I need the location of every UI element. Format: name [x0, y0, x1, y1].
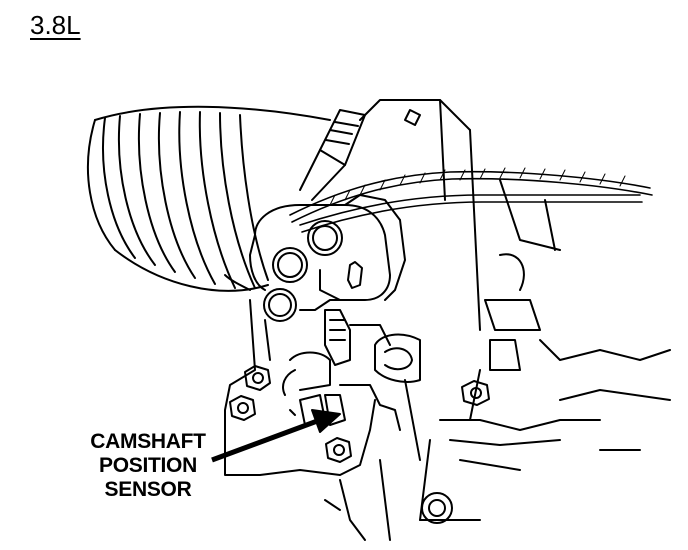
bolt-upper-left — [244, 365, 271, 391]
intake-bellows — [86, 105, 331, 292]
coil-towers — [263, 220, 343, 322]
callout-line-1: CAMSHAFT — [90, 430, 206, 453]
bolt-right — [461, 380, 490, 406]
bolts — [229, 365, 490, 524]
callout-line-3: SENSOR — [104, 478, 192, 501]
engine-block-outline — [359, 99, 671, 541]
callout-arrow — [211, 409, 341, 463]
bolt-left — [229, 395, 256, 421]
callout-line-2: POSITION — [99, 454, 197, 477]
mounting-plate — [224, 299, 376, 541]
bolt-bottom-right — [421, 492, 453, 524]
wiring-harness — [289, 167, 653, 233]
bolt-lower-center — [325, 437, 352, 463]
hose-clamp — [299, 109, 366, 201]
sensor-connector — [282, 309, 421, 431]
coil-bracket — [249, 194, 406, 311]
camshaft-position-sensor-label: CAMSHAFT POSITION SENSOR — [72, 430, 224, 502]
engine-label: 3.8L — [30, 10, 81, 40]
